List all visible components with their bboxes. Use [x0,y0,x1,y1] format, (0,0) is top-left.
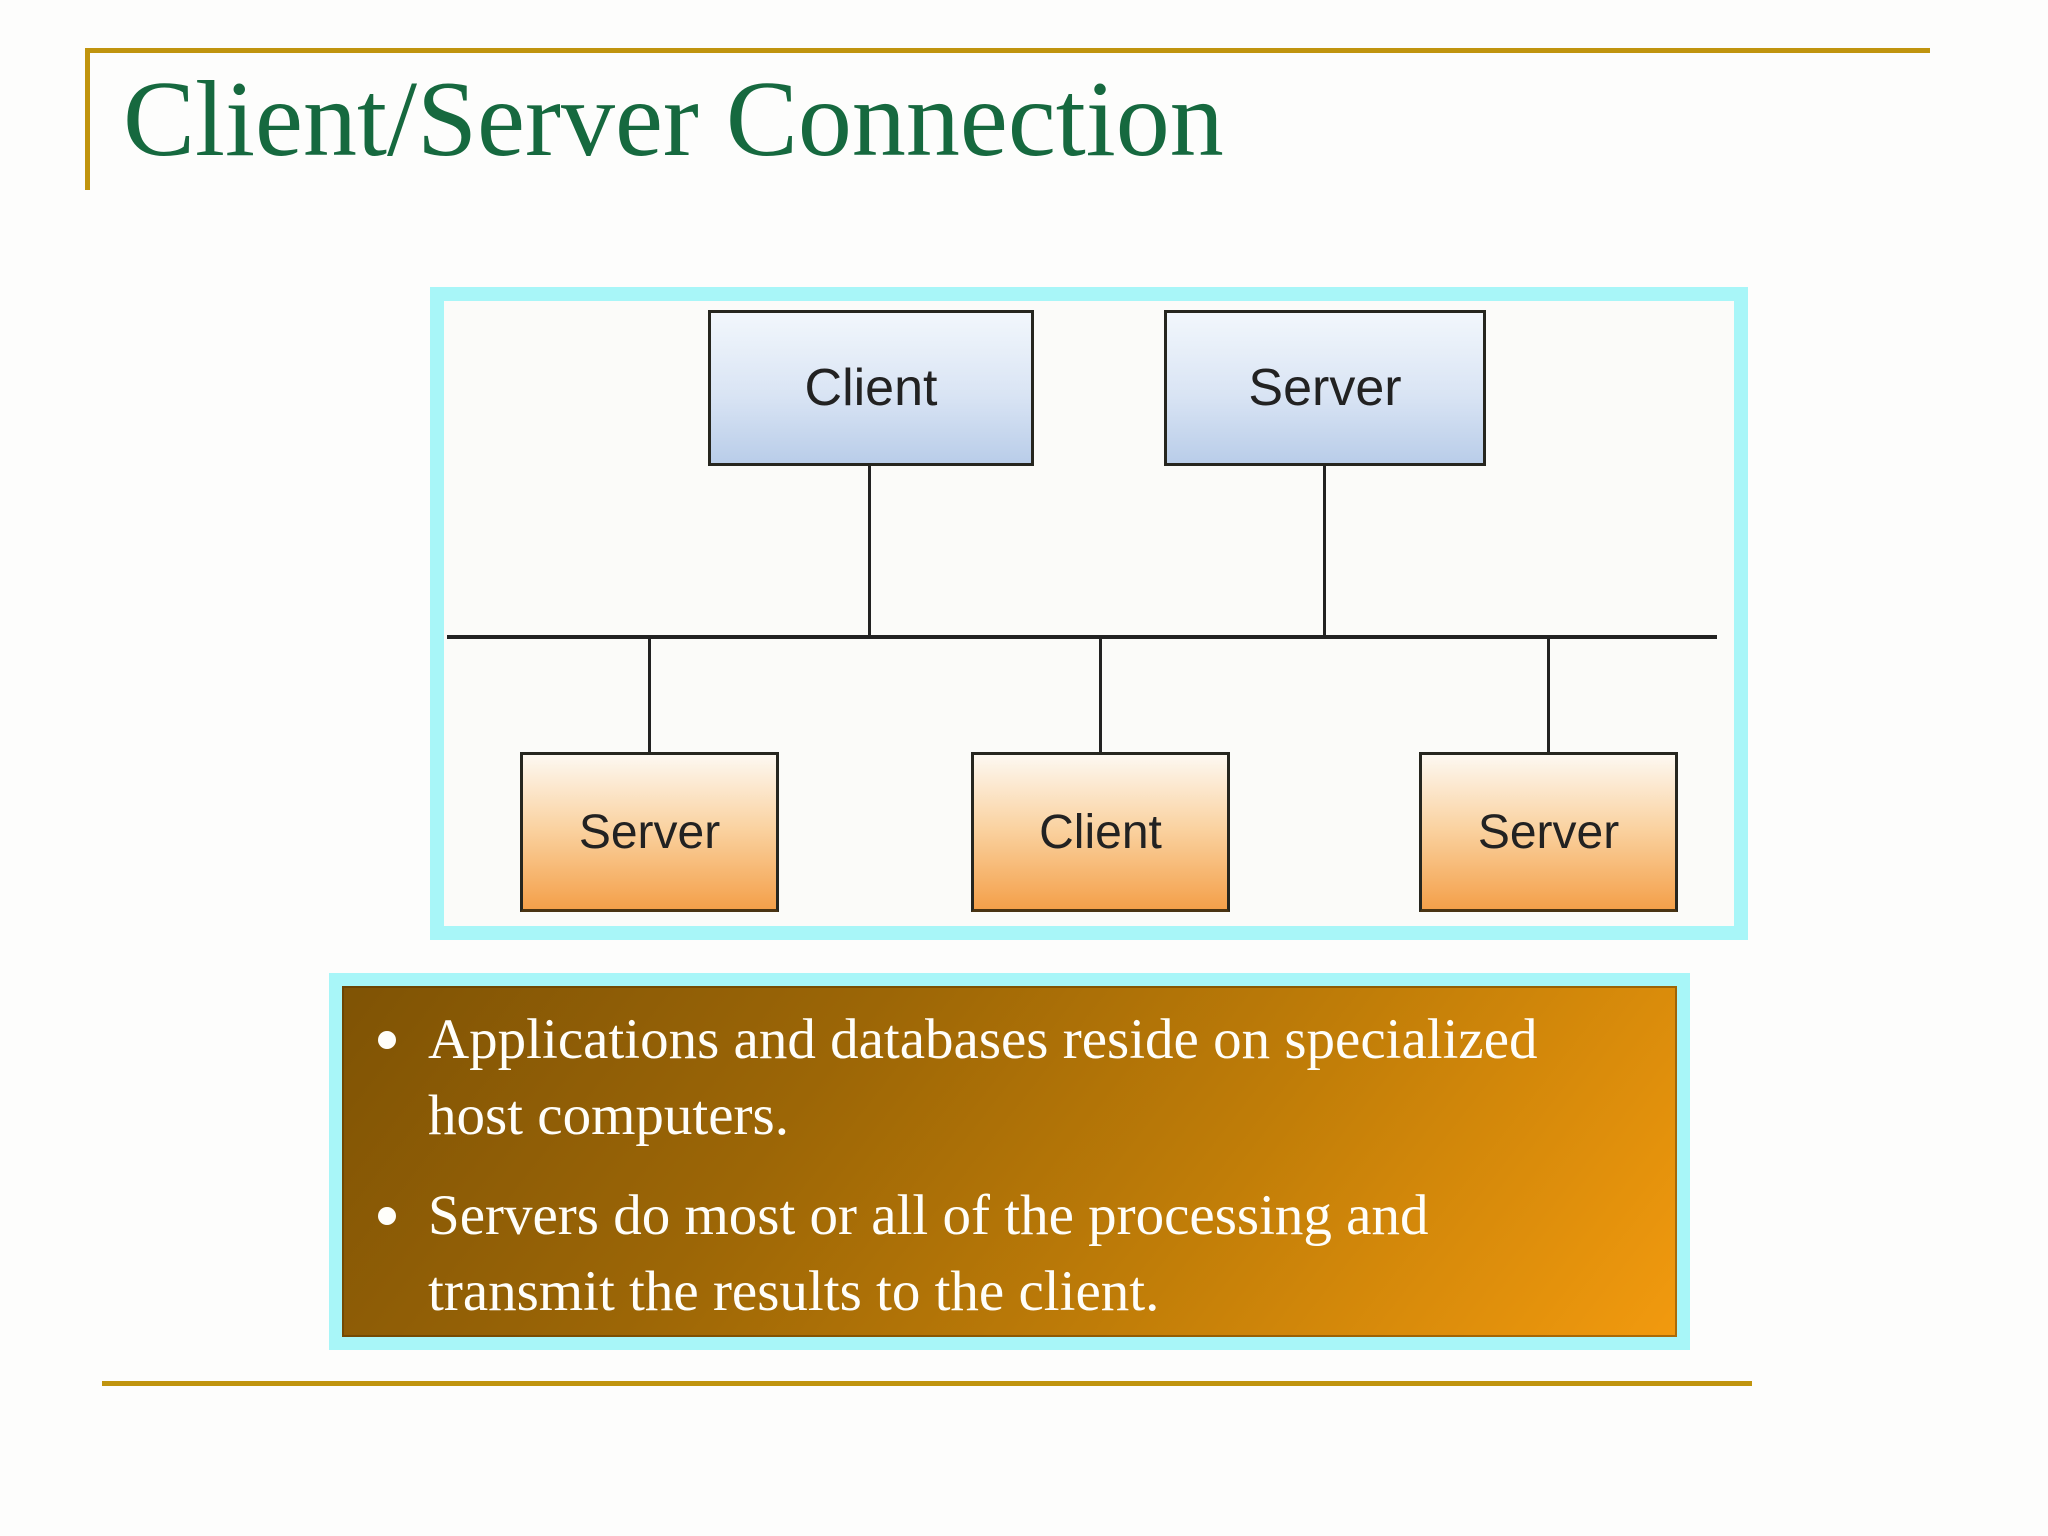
bullet-line: transmit the results to the client. [428,1260,1160,1323]
top-border-line [85,48,1930,53]
node-label: Server [578,805,721,859]
network-diagram-panel: Client Server Server Client Server [430,287,1748,940]
slide-title: Client/Server Connection [123,60,1224,179]
bullet-line: host computers. [428,1084,789,1147]
connector-bus-to-bottom-client [1099,637,1102,754]
node-client-top: Client [708,310,1034,466]
bullet-icon [378,1207,396,1225]
network-bus-line [447,635,1717,639]
bottom-border-line [102,1381,1752,1386]
node-label: Server [1248,359,1402,417]
bullet-line: Applications and databases reside on spe… [428,1008,1538,1071]
bullet-marker [356,1178,428,1330]
bullet-item: Servers do most or all of the processing… [356,1178,1659,1330]
bullet-item: Applications and databases reside on spe… [356,1002,1659,1154]
node-server-bottom-right: Server [1419,752,1678,912]
connector-bus-to-bottom-server-2 [1547,637,1550,754]
node-label: Client [1039,805,1162,859]
connector-top-server-to-bus [1323,466,1326,637]
node-server-bottom-left: Server [520,752,779,912]
node-client-bottom-middle: Client [971,752,1230,912]
bullet-text: Applications and databases reside on spe… [428,1002,1538,1154]
bullet-line: Servers do most or all of the processing… [428,1184,1429,1247]
node-label: Server [1477,805,1620,859]
node-server-top: Server [1164,310,1486,466]
bullet-marker [356,1002,428,1154]
notes-panel: Applications and databases reside on spe… [329,973,1690,1350]
node-label: Client [804,359,938,417]
bullet-text: Servers do most or all of the processing… [428,1178,1428,1330]
connector-top-client-to-bus [868,466,871,637]
title-accent-line [85,48,90,190]
bullet-icon [378,1031,396,1049]
connector-bus-to-bottom-server-1 [648,637,651,754]
